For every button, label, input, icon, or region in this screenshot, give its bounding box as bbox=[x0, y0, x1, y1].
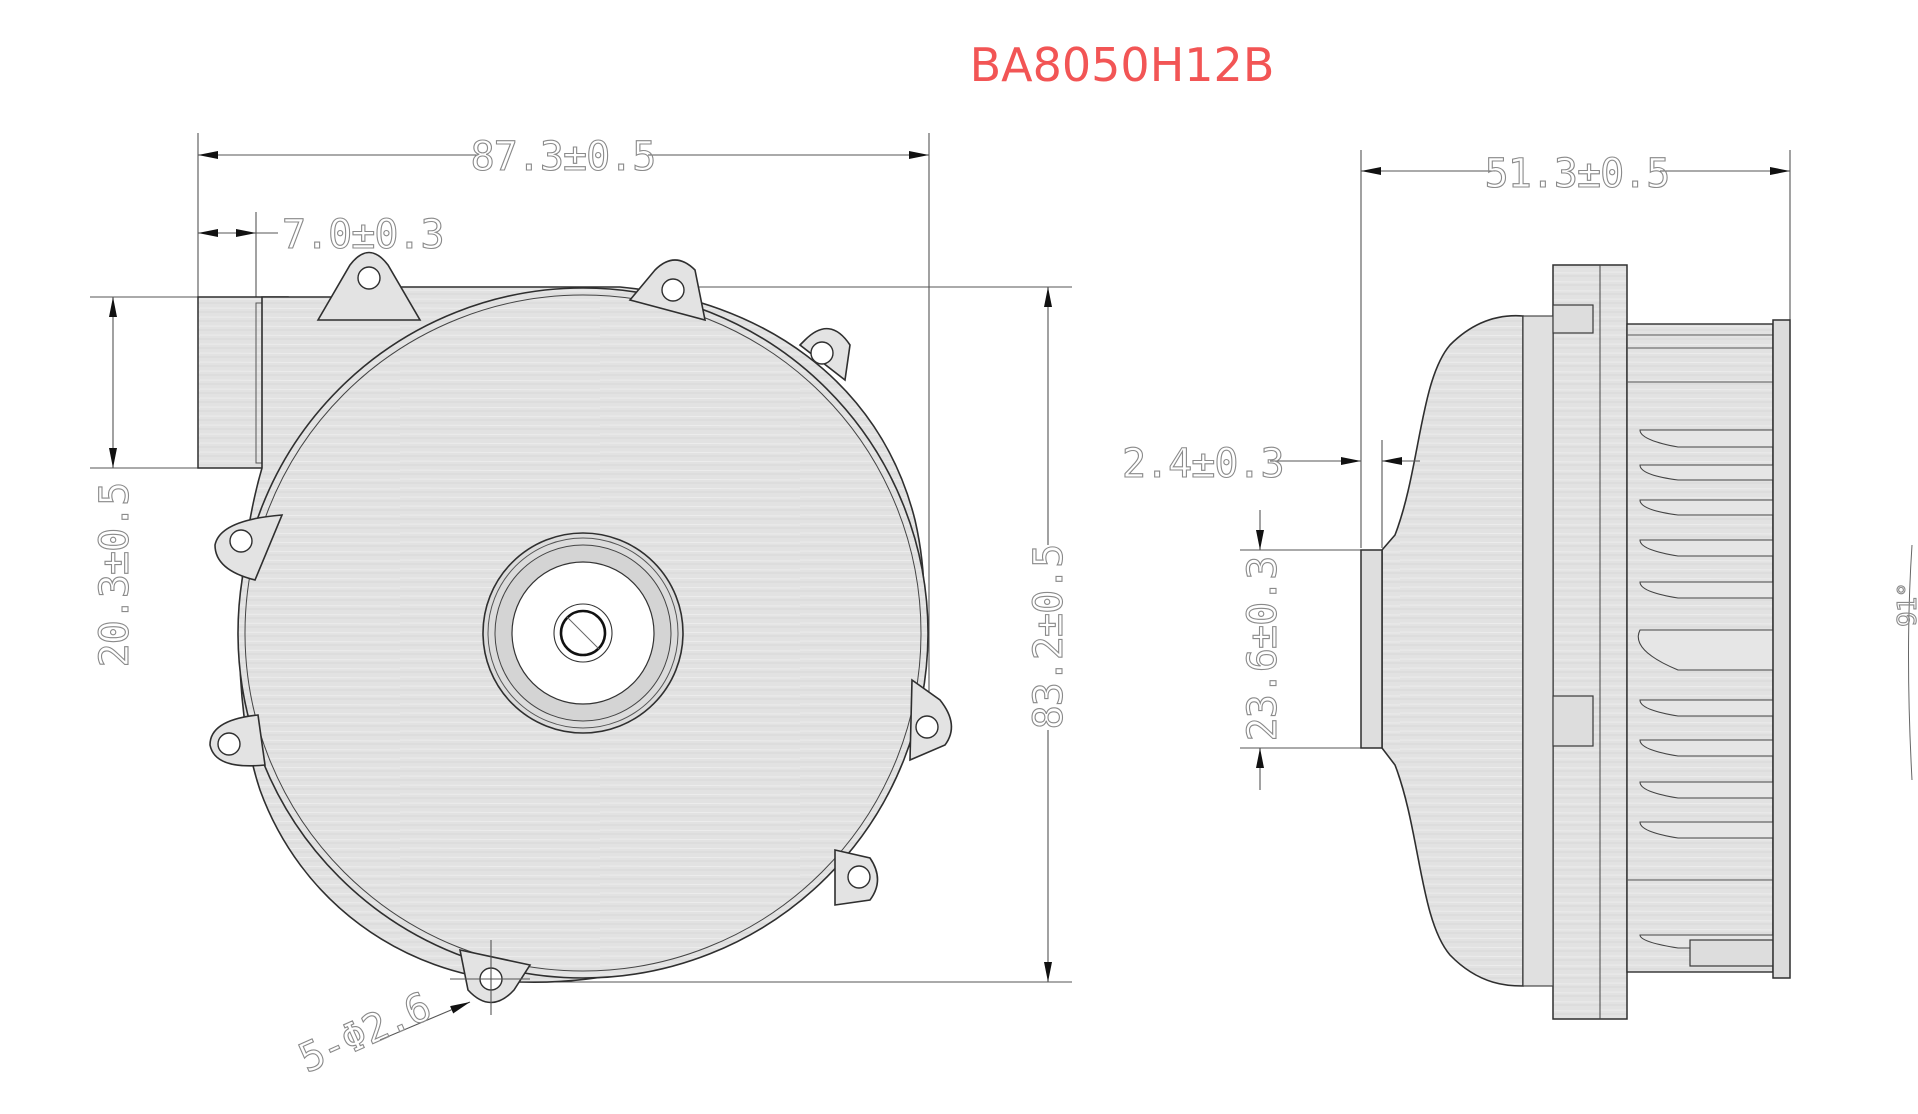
side-end-plate bbox=[1772, 319, 1791, 979]
leader-line bbox=[379, 1001, 471, 1041]
mount-ear bbox=[798, 327, 851, 382]
dim-mount-holes: 5-Φ2.6 bbox=[292, 984, 437, 1082]
mount-hole bbox=[217, 732, 241, 756]
motor-hub bbox=[482, 532, 684, 734]
mount-hole bbox=[229, 529, 253, 553]
mount-hole bbox=[847, 865, 871, 889]
fins bbox=[1627, 334, 1774, 949]
mount-ear bbox=[316, 251, 422, 321]
side-front-plate bbox=[1360, 549, 1383, 749]
hole-centerline bbox=[450, 940, 530, 1015]
mount-hole bbox=[915, 715, 939, 739]
cover-rim bbox=[244, 294, 922, 972]
dim-inlet-height: 23.6±0.3 bbox=[1240, 557, 1286, 742]
dim-overall-width: 87.3±0.5 bbox=[471, 134, 656, 180]
dim-front-plate-thickness: 2.4±0.3 bbox=[1122, 441, 1284, 487]
mount-hole bbox=[810, 341, 834, 365]
angle-arc bbox=[1908, 544, 1913, 781]
side-view: 51.3±0.5 2.4±0.3 23.6±0.3 91° bbox=[1121, 150, 1918, 1020]
mount-ear bbox=[209, 714, 266, 767]
mount-ear bbox=[628, 259, 707, 322]
mount-ear bbox=[909, 678, 953, 762]
side-body bbox=[1381, 314, 1524, 987]
mount-hole bbox=[357, 266, 381, 290]
extension-lines bbox=[90, 133, 1072, 983]
dim-angle: 91° bbox=[1893, 583, 1918, 627]
mount-hole bbox=[661, 278, 685, 302]
mount-ear bbox=[834, 848, 879, 906]
side-flange bbox=[1552, 264, 1628, 1020]
mount-ears bbox=[209, 251, 953, 1004]
mount-ear bbox=[214, 514, 284, 581]
dim-outlet-offset: 7.0±0.3 bbox=[282, 212, 444, 258]
dim-overall-depth: 51.3±0.5 bbox=[1485, 151, 1670, 197]
dim-outlet-height: 20.3±0.5 bbox=[92, 483, 138, 668]
front-view: 87.3±0.5 7.0±0.3 20.3±0.5 83.2±0.5 5-Φ2.… bbox=[90, 133, 1073, 1083]
drawing-title: BA8050H12B bbox=[969, 38, 1275, 92]
dim-overall-height: 83.2±0.5 bbox=[1026, 545, 1072, 730]
